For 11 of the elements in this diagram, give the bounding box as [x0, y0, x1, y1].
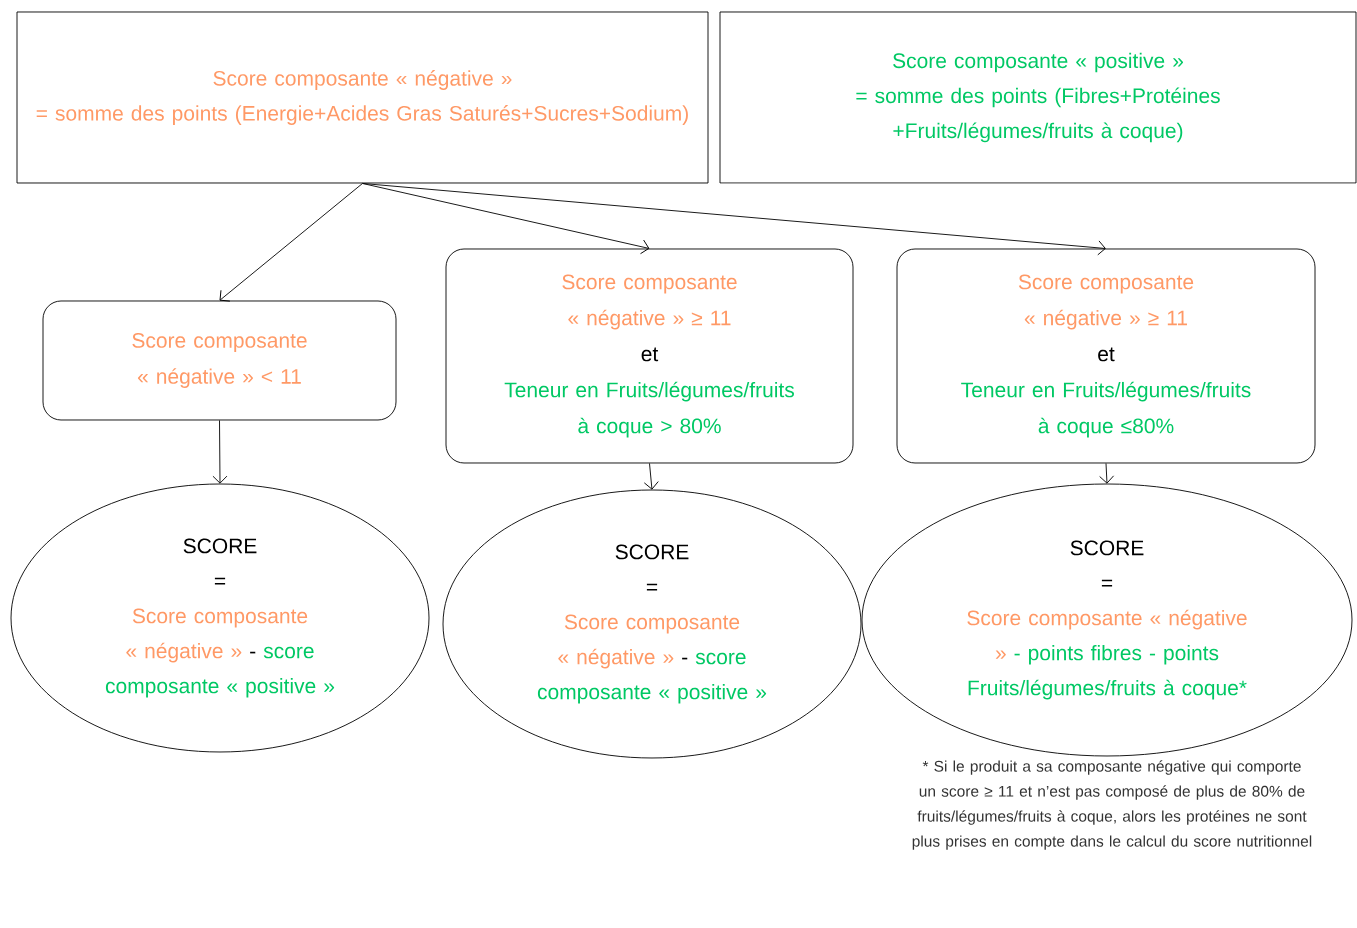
arrow — [1099, 463, 1115, 484]
condition-box: Score composante « négative » < 11 — [42, 300, 397, 421]
arrow — [362, 183, 650, 255]
score-box: Score composante « négative » = somme des points (Energie+Acides Gras Saturés+Sucres+Sodium) — [16, 11, 709, 184]
condition-box: Score composante « négative » ≥ 11 et Teneur en Fruits/légumes/fruits à coque > 80% — [445, 248, 854, 464]
score-box: Score composante « positive » = somme des points (Fibres+Protéines +Fruits/légumes/fruits à coque) — [719, 11, 1357, 184]
arrow — [362, 183, 1106, 256]
condition-box: Score composante « négative » ≥ 11 et Teneur en Fruits/légumes/fruits à coque ≤80% — [896, 248, 1316, 464]
arrow — [212, 420, 228, 484]
arrow — [219, 183, 363, 302]
arrow — [643, 463, 659, 490]
